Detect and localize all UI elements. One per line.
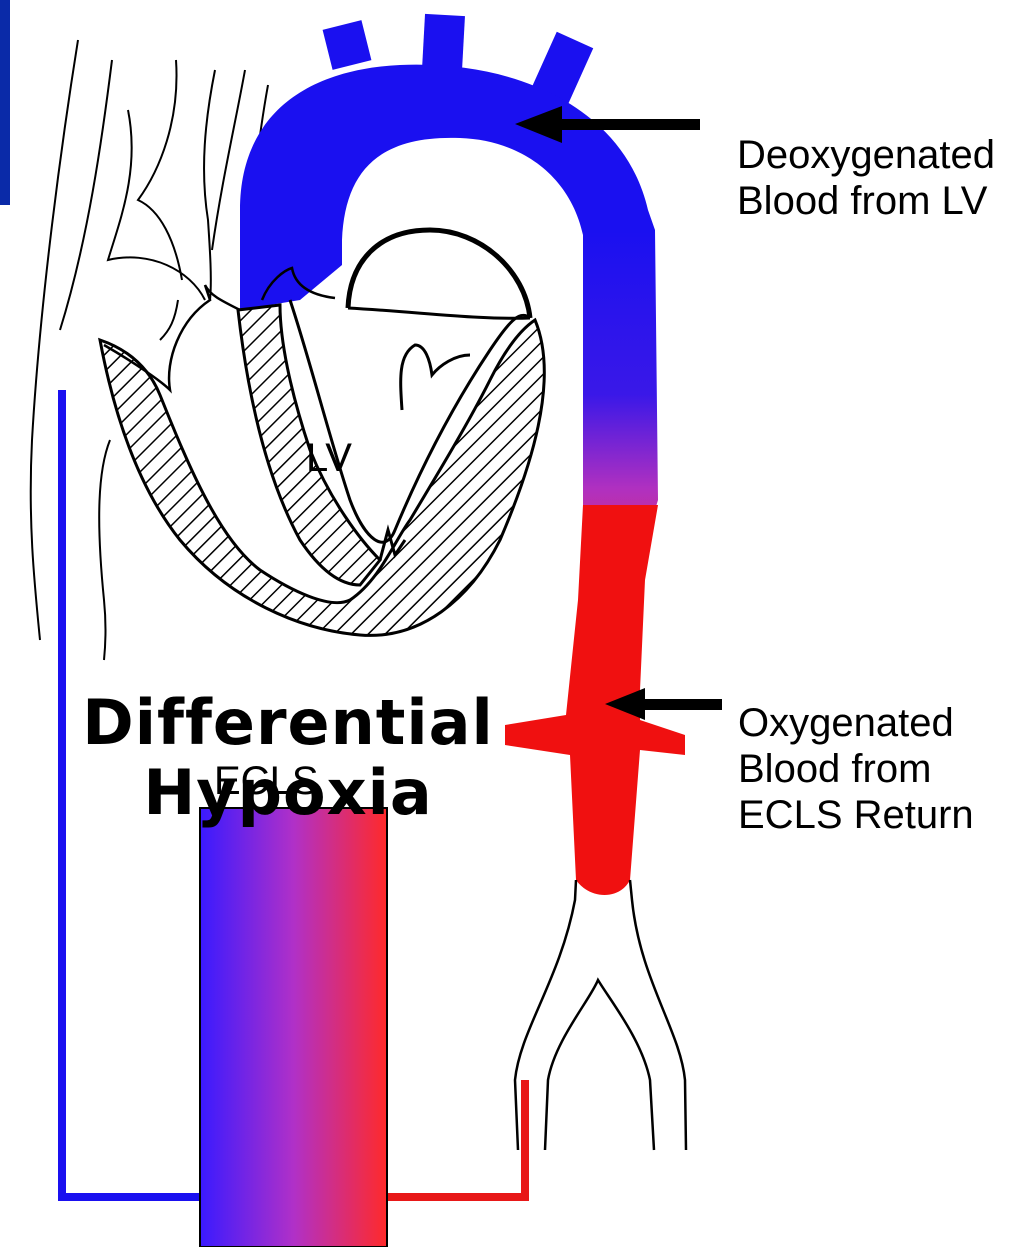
ecls-label: ECLS [214,758,319,804]
heart [100,230,544,635]
lv-label: LV [306,435,352,481]
arterial-return-line [388,1080,525,1197]
oxygenated-blood-label: Oxygenated Blood from ECLS Return [738,700,974,838]
ecls-box [200,808,387,1247]
iliac-bifurcation [515,880,686,1150]
deoxygenated-blood-label: Deoxygenated Blood from LV [737,132,995,224]
corner-bar [0,0,10,205]
